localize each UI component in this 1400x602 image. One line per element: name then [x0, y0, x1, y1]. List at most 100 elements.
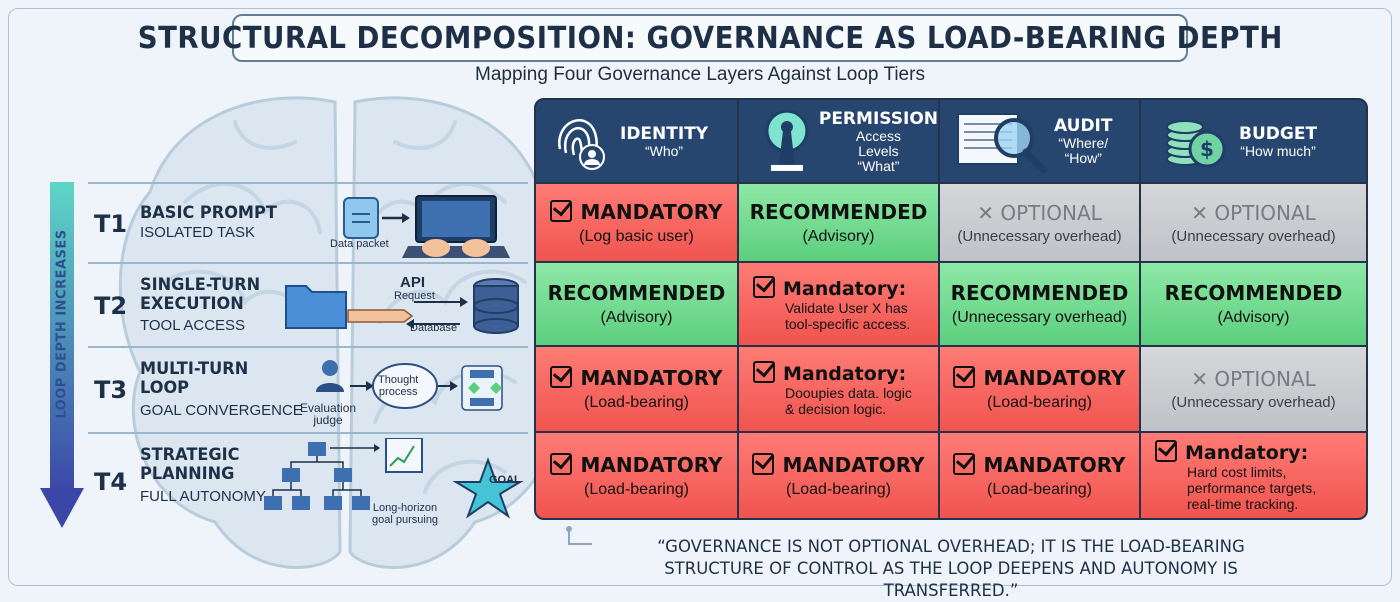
cell-label: RECOMMENDED — [547, 281, 726, 305]
loop-depth-arrow — [40, 182, 84, 528]
cell-note: (Load-bearing) — [987, 394, 1092, 411]
tier-name: LOOP — [140, 378, 190, 398]
cell-label: MANDATORY — [550, 452, 723, 477]
header-text: IDENTITY “Who” — [620, 124, 708, 159]
tier-divider — [88, 262, 528, 264]
annotation: Long-horizon goal pursuing — [372, 502, 438, 526]
annotation: Database — [410, 322, 458, 334]
annotation-line: Thought — [378, 374, 419, 386]
cell-label: MANDATORY — [953, 452, 1126, 477]
cell-label-text: MANDATORY — [580, 452, 723, 477]
cell-note: tool-specific access. — [785, 316, 911, 332]
cell-t3-budget: ✕ OPTIONAL (Unnecessary overhead) — [1141, 347, 1366, 431]
tier-desc: FULL AUTONOMY — [140, 488, 266, 505]
checkbox-icon — [752, 452, 775, 475]
column-subtitle: Access — [855, 127, 901, 144]
tier-desc: TOOL ACCESS — [140, 317, 246, 334]
column-header-budget: $ BUDGET “How much” — [1141, 100, 1366, 182]
cell-label-text: MANDATORY — [983, 366, 1126, 390]
tier-divider — [88, 346, 528, 348]
cell-label-text: Mandatory: — [783, 278, 907, 300]
annotation-line: Long-horizon — [372, 502, 438, 514]
judge-thought-flow-icon — [316, 360, 503, 411]
cell-note: Hard cost limits, — [1187, 463, 1287, 480]
cross-icon: ✕ — [977, 200, 1001, 225]
tier-code: T2 — [94, 292, 128, 320]
tier-desc: GOAL CONVERGENCE — [140, 402, 303, 419]
governance-matrix: IDENTITY “Who” PERMISSION Access Levels … — [534, 98, 1368, 520]
cell-label-text: MANDATORY — [782, 452, 925, 477]
closing-quote: “GOVERNANCE IS NOT OPTIONAL OVERHEAD; IT… — [657, 537, 1245, 600]
cross-icon: ✕ — [1191, 200, 1215, 225]
cell-label: Mandatory: — [1155, 439, 1308, 464]
annotation: Request — [394, 290, 435, 302]
checkbox-icon — [953, 452, 976, 475]
cell-label-text: OPTIONAL — [1214, 367, 1316, 391]
cell-t4-audit: MANDATORY (Load-bearing) — [940, 433, 1139, 518]
cell-note: performance targets, — [1187, 479, 1317, 496]
cell-t3-identity: MANDATORY (Load-bearing) — [536, 347, 737, 431]
cell-label: MANDATORY — [550, 366, 723, 390]
tier-name: SINGLE-TURN — [140, 275, 261, 295]
cell-note: Dooupies data. logic — [785, 385, 912, 401]
cell-label: ✕ OPTIONAL — [977, 201, 1102, 225]
annotation-line: process — [378, 386, 418, 398]
column-subtitle: “What” — [857, 157, 900, 174]
annotation: Evaluation judge — [300, 402, 356, 426]
annotation-line: Evaluation — [300, 401, 357, 415]
cell-note: & decision logic. — [785, 401, 887, 417]
svg-text:$: $ — [1200, 137, 1214, 161]
cell-label-text: MANDATORY — [580, 366, 723, 390]
cell-note: (Unnecessary overhead) — [951, 309, 1128, 326]
cell-t1-budget: ✕ OPTIONAL (Unnecessary overhead) — [1141, 184, 1366, 261]
cell-note: (Advisory) — [1217, 309, 1290, 326]
checkbox-icon — [550, 199, 573, 222]
cell-label: RECOMMENDED — [1164, 281, 1343, 305]
annotation: API — [400, 274, 426, 291]
cell-label: RECOMMENDED — [749, 199, 928, 224]
axis-label: LOOP DEPTH INCREASES — [54, 229, 70, 419]
cell-note: (Advisory) — [600, 309, 673, 326]
cell-label-text: MANDATORY — [983, 452, 1126, 477]
cell-t2-audit: RECOMMENDED (Unnecessary overhead) — [940, 263, 1139, 345]
column-title: PERMISSION — [818, 108, 938, 129]
column-subtitle: “Who” — [644, 142, 684, 159]
tier-name: EXECUTION — [140, 294, 244, 314]
cell-t3-permission: Mandatory: Dooupies data. logic & decisi… — [739, 347, 938, 431]
tier-t3: T3 MULTI-TURN LOOP GOAL CONVERGENCE Eval… — [88, 346, 528, 426]
planning-tree-icon — [264, 438, 524, 519]
tier-code: T3 — [94, 376, 128, 404]
annotation-line: goal pursuing — [372, 514, 439, 526]
keyhole-icon — [765, 109, 809, 171]
column-title: IDENTITY — [620, 123, 709, 144]
cell-label: MANDATORY — [752, 452, 925, 477]
cell-t2-identity: RECOMMENDED (Advisory) — [536, 263, 737, 345]
laptop-icon — [343, 195, 510, 258]
cell-note: real-time tracking. — [1187, 495, 1299, 512]
cell-t1-permission: RECOMMENDED (Advisory) — [739, 184, 938, 261]
cell-t4-identity: MANDATORY (Load-bearing) — [536, 433, 737, 518]
coins-icon: $ — [1166, 120, 1226, 168]
tier-divider — [88, 182, 528, 184]
checkbox-icon — [753, 361, 775, 383]
cell-label: Mandatory: — [753, 276, 906, 300]
cell-t2-permission: Mandatory: Validate User X has tool-spec… — [739, 263, 938, 345]
annotation: Data packet — [330, 238, 389, 250]
cell-label: ✕ OPTIONAL — [1191, 201, 1316, 225]
header-text: AUDIT “Where/ “How” — [1054, 116, 1112, 166]
cell-label: Mandatory: — [753, 361, 906, 385]
cell-note: (Load-bearing) — [786, 480, 891, 498]
cross-icon: ✕ — [1191, 367, 1215, 391]
column-header-permission: PERMISSION Access Levels “What” — [739, 100, 938, 182]
tier-name: BASIC PROMPT — [140, 203, 277, 223]
cell-t1-audit: ✕ OPTIONAL (Unnecessary overhead) — [940, 184, 1139, 261]
tier-name: MULTI-TURN — [140, 359, 249, 379]
cell-note: (Advisory) — [802, 227, 875, 245]
tier-divider — [88, 432, 528, 434]
magnifier-icon — [957, 113, 1048, 174]
page-title: STRUCTURAL DECOMPOSITION: GOVERNANCE AS … — [137, 20, 1283, 56]
page-subtitle: Mapping Four Governance Layers Against L… — [475, 64, 925, 85]
cell-label: MANDATORY — [953, 366, 1126, 390]
column-header-identity: IDENTITY “Who” — [536, 100, 737, 182]
column-subtitle: “How much” — [1240, 142, 1316, 159]
